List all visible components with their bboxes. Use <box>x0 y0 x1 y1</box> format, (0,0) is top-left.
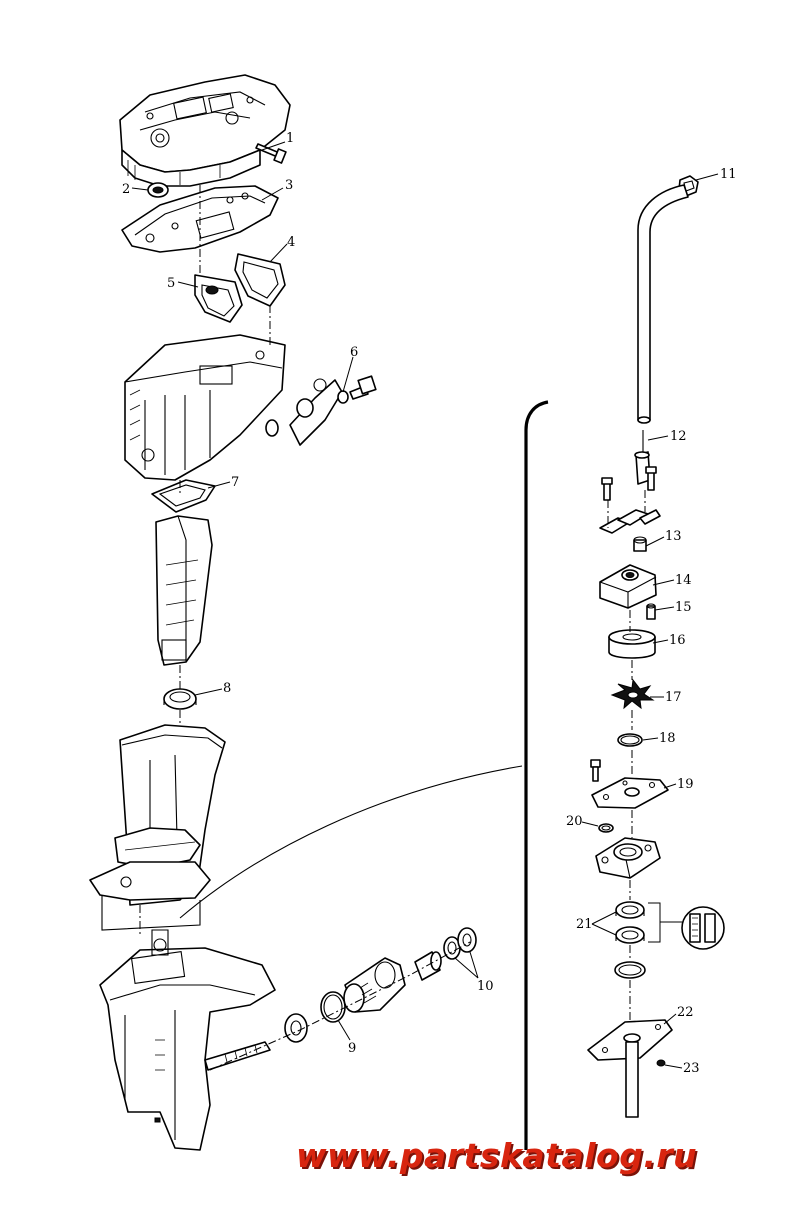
seal-8 <box>163 688 197 710</box>
top-cowling-housing <box>119 74 291 187</box>
impeller-17 <box>610 678 655 710</box>
retaining-clips <box>599 509 661 534</box>
center-line-left <box>139 665 471 1071</box>
leader-lines <box>131 141 719 1069</box>
callout-17: 17 <box>665 690 682 705</box>
center-line-top <box>179 185 271 495</box>
seals-10 <box>443 927 477 960</box>
callout-18: 18 <box>659 731 676 746</box>
callout-10: 10 <box>477 979 494 994</box>
callout-9: 9 <box>348 1041 356 1056</box>
thermostat-cover <box>265 378 343 446</box>
callout-21: 21 <box>576 917 593 932</box>
oil-seals-21 <box>615 901 684 944</box>
callout-23: 23 <box>683 1061 700 1076</box>
needle-bearing <box>414 951 442 981</box>
plate-19 <box>591 777 669 809</box>
gasket-4 <box>234 253 286 307</box>
pin-15 <box>646 603 656 620</box>
plate-5 <box>194 274 243 323</box>
callout-labels: 1 2 3 4 5 6 7 8 9 10 11 12 13 14 15 16 1… <box>122 131 737 1076</box>
watermark-text: www.partskatalog.ru <box>296 1136 698 1175</box>
gasket-7 <box>151 479 216 513</box>
o-ring-20 <box>598 823 614 833</box>
gasket-lower <box>614 961 646 979</box>
pump-bolts <box>601 466 657 501</box>
seal-2 <box>147 182 169 198</box>
o-ring-9 <box>320 991 346 1023</box>
callout-7: 7 <box>231 475 239 490</box>
exhaust-manifold <box>124 334 286 481</box>
pump-housing-14 <box>599 564 657 609</box>
callout-12: 12 <box>670 429 687 444</box>
callout-16: 16 <box>669 633 686 648</box>
callout-14: 14 <box>675 573 692 588</box>
center-line-right <box>607 490 646 1020</box>
o-ring-18 <box>617 733 643 747</box>
callout-11: 11 <box>720 167 737 182</box>
bolt-19a <box>590 759 601 782</box>
sleeve-12 <box>634 430 651 485</box>
connector-curve <box>179 765 523 919</box>
nut-13 <box>633 536 647 552</box>
callout-22: 22 <box>677 1005 694 1020</box>
lower-casing <box>99 929 276 1151</box>
callout-2: 2 <box>122 182 130 197</box>
callout-6: 6 <box>350 345 358 360</box>
callout-4: 4 <box>287 235 295 250</box>
callout-1: 1 <box>286 131 294 146</box>
liner-16 <box>608 629 656 659</box>
callout-8: 8 <box>223 681 231 696</box>
bearing <box>284 1013 308 1043</box>
seal-detail <box>681 906 725 950</box>
bolt-6 <box>337 375 377 404</box>
callout-15: 15 <box>675 600 692 615</box>
upper-casing <box>89 724 226 931</box>
cartridge-housing <box>595 837 661 879</box>
callout-13: 13 <box>665 529 682 544</box>
callout-5: 5 <box>167 276 175 291</box>
plate-22 <box>587 1019 673 1118</box>
bolt-1 <box>255 143 287 164</box>
bearing-housing <box>343 957 406 1013</box>
water-tube <box>637 184 689 424</box>
group-bracket <box>524 400 549 1150</box>
callout-20: 20 <box>566 814 583 829</box>
exhaust-tube <box>155 515 213 666</box>
callout-3: 3 <box>285 178 293 193</box>
callout-19: 19 <box>677 777 694 792</box>
prop-shaft <box>204 1041 271 1071</box>
pin-23 <box>656 1059 666 1067</box>
